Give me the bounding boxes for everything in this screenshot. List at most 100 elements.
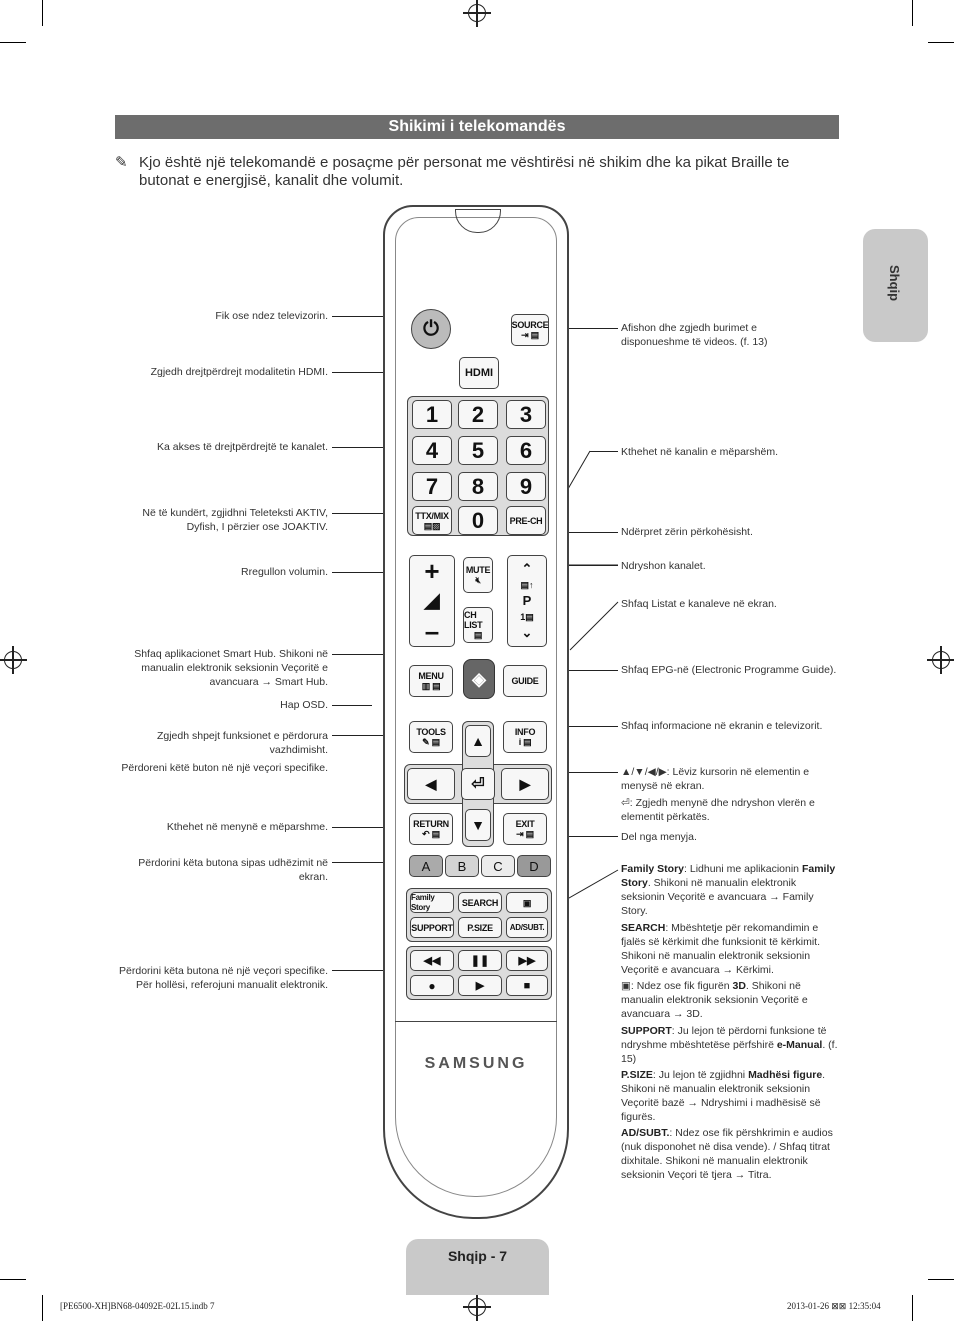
digit-button[interactable]: 9 — [506, 472, 546, 501]
psize-button[interactable]: P.SIZE — [458, 917, 502, 938]
mute-label: MUTE — [465, 565, 491, 575]
label-guide: Shfaq EPG-në (Electronic Programme Guide… — [621, 664, 837, 676]
tools-button[interactable]: TOOLS✎ ▤ — [409, 721, 453, 753]
up-arrow-button[interactable]: ▲ — [465, 725, 491, 757]
label-media: Përdorini këta butona në një veçori spec… — [119, 965, 328, 991]
rewind-icon: ◀◀ — [423, 955, 441, 967]
registration-mark-icon — [463, 1293, 491, 1321]
fast-forward-icon: ▶▶ — [518, 955, 536, 967]
exit-button[interactable]: EXIT⇥ ▤ — [503, 813, 547, 845]
record-button[interactable]: ● — [410, 975, 454, 996]
volume-rocker[interactable]: +◢– — [409, 555, 455, 647]
crop-mark — [912, 1295, 913, 1321]
color-button-a[interactable]: A — [409, 855, 443, 877]
play-button[interactable]: ▶ — [458, 975, 502, 996]
label-prech: Kthehet në kanalin e mëparshëm. — [621, 446, 779, 458]
digit-label: 2 — [471, 401, 485, 427]
label-channel: Ndryshon kanalet. — [621, 560, 706, 572]
label-info: Shfaq informacione në ekranin e televizo… — [621, 720, 823, 732]
fast-forward-button[interactable]: ▶▶ — [506, 950, 548, 971]
label-ttx: Në të kundërt, zgjidhni Teleteksti AKTIV… — [142, 507, 328, 533]
arrow-down-icon: ▼ — [471, 817, 485, 833]
pause-button[interactable]: ❚❚ — [458, 950, 502, 971]
source-label: SOURCE — [511, 320, 549, 330]
volume-level-icon: ◢ — [424, 590, 440, 612]
page-number: Shqip - 7 — [447, 1248, 508, 1264]
adsubt-button[interactable]: AD/SUBT. — [506, 917, 548, 938]
exit-icon: ⇥ ▤ — [516, 829, 534, 839]
note-paragraph: ✎ Kjo është një telekomandë e posaçme pë… — [115, 154, 835, 189]
3d-icon: ▣ — [522, 897, 532, 908]
leader-line — [332, 447, 408, 448]
registration-mark-icon — [0, 646, 27, 674]
tools-icon: ✎ ▤ — [422, 737, 440, 747]
digit-button[interactable]: 6 — [506, 436, 546, 465]
digit-button-zero[interactable]: 0 — [458, 506, 498, 535]
family-story-button[interactable]: Family Story — [410, 892, 454, 913]
ttx-mix-button[interactable]: TTX/MIX▤▨ — [412, 506, 452, 535]
digit-button[interactable]: 3 — [506, 400, 546, 429]
pause-icon: ❚❚ — [470, 955, 490, 967]
language-tab: Shqip — [863, 229, 928, 342]
search-button[interactable]: SEARCH — [458, 892, 502, 913]
digit-label: 8 — [471, 473, 485, 499]
return-button[interactable]: RETURN↶ ▤ — [409, 813, 453, 845]
leader-line — [548, 836, 618, 837]
right-arrow-button[interactable]: ▶ — [501, 768, 549, 800]
page-title: Shikimi i telekomandës — [115, 115, 839, 139]
digit-label: 7 — [425, 473, 439, 499]
support-button[interactable]: SUPPORT — [410, 917, 454, 938]
digit-button[interactable]: 5 — [458, 436, 498, 465]
guide-button[interactable]: GUIDE — [503, 665, 547, 697]
registration-mark-icon — [463, 0, 491, 27]
text: . Shikoni në manualin elektronik seksion… — [621, 1069, 826, 1123]
rewind-button[interactable]: ◀◀ — [410, 950, 454, 971]
mute-button[interactable]: MUTE🔇︎ — [463, 557, 493, 593]
digit-label: 4 — [425, 437, 439, 463]
digit-button[interactable]: 4 — [412, 436, 452, 465]
source-icon: ⇥ ▤ — [521, 330, 539, 340]
leader-line — [548, 670, 618, 671]
arrow-right-icon: ▶ — [519, 775, 531, 792]
color-button-b[interactable]: B — [445, 855, 479, 877]
channel-list-icon: 1▤ — [520, 612, 534, 622]
leader-line — [548, 726, 618, 727]
label-volume: Rregullon volumin. — [241, 566, 328, 578]
ch-list-button[interactable]: CH LIST▤ — [463, 607, 493, 643]
left-arrow-button[interactable]: ◀ — [407, 768, 455, 800]
language-tab-label: Shqip — [887, 265, 902, 302]
hdmi-button[interactable]: HDMI — [459, 357, 499, 389]
color-button-d[interactable]: D — [517, 855, 551, 877]
remote-control: ⏻ SOURCE⇥ ▤ HDMI 1 2 3 4 5 6 7 8 9 TTX/M… — [383, 205, 569, 1219]
menu-button[interactable]: MENU▥ ▤ — [409, 665, 453, 697]
bold-picture-size: Madhësi figure — [748, 1069, 823, 1081]
smart-hub-button[interactable]: ◈ — [463, 659, 495, 699]
label-mute: Ndërpret zërin përkohësisht. — [621, 526, 753, 538]
down-arrow-button[interactable]: ▼ — [465, 809, 491, 841]
c-label: C — [493, 858, 503, 874]
crop-mark — [928, 42, 954, 43]
menu-icon: ▥ ▤ — [421, 681, 441, 691]
hdmi-label: HDMI — [464, 367, 494, 379]
power-button[interactable]: ⏻ — [411, 309, 451, 349]
key-search: SEARCH — [621, 922, 666, 934]
digit-label: 0 — [471, 507, 485, 533]
digit-button[interactable]: 8 — [458, 472, 498, 501]
stop-button[interactable]: ■ — [506, 975, 548, 996]
enter-button[interactable]: ⏎ — [461, 768, 495, 800]
list-icon: ▤ — [473, 630, 483, 640]
source-button[interactable]: SOURCE⇥ ▤ — [511, 314, 549, 346]
prech-label: PRE-CH — [509, 515, 543, 526]
color-button-c[interactable]: C — [481, 855, 515, 877]
digit-button[interactable]: 7 — [412, 472, 452, 501]
power-icon: ⏻ — [423, 317, 439, 340]
digit-button[interactable]: 1 — [412, 400, 452, 429]
digit-label: 1 — [425, 401, 439, 427]
3d-button[interactable]: ▣ — [506, 892, 548, 913]
print-info-left: [PE6500-XH]BN68-04092E-02L15.indb 7 — [60, 1301, 215, 1311]
pre-ch-button[interactable]: PRE-CH — [506, 506, 546, 535]
crop-mark — [928, 1279, 954, 1280]
digit-button[interactable]: 2 — [458, 400, 498, 429]
